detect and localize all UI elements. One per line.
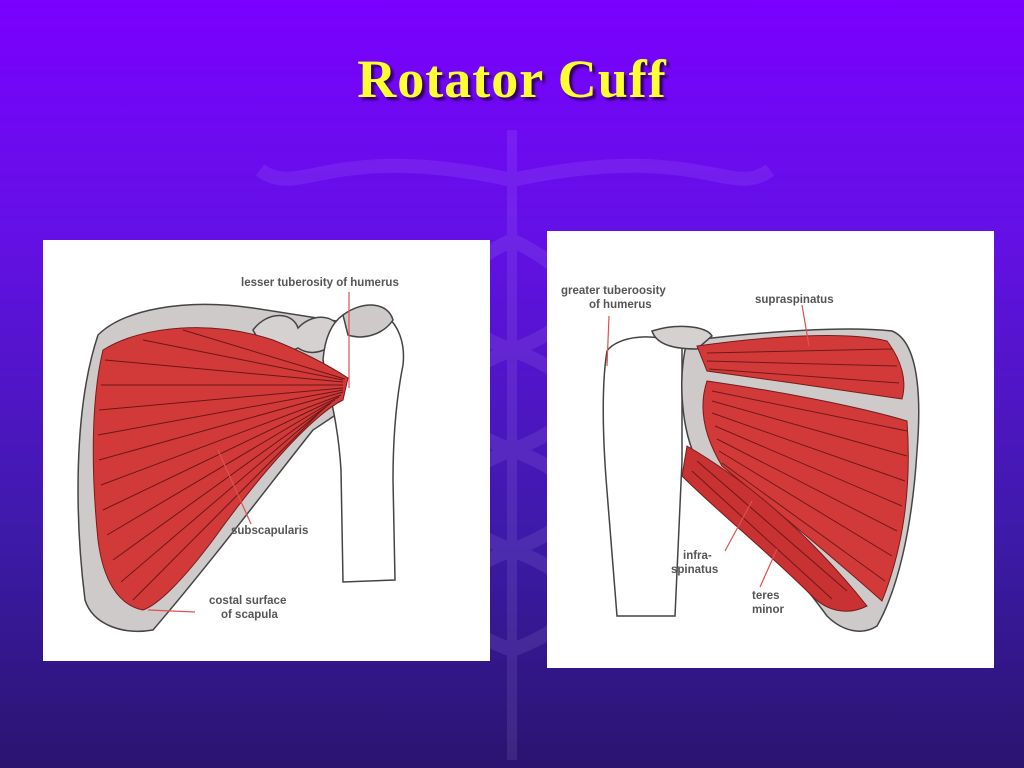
acromion xyxy=(651,325,713,350)
posterior-shoulder-illustration xyxy=(602,304,920,632)
label-teres-minor-line2: minor xyxy=(752,604,784,616)
label-greater-tuberosity-line1: greater tuberoosity xyxy=(561,285,666,297)
slide-title: Rotator Cuff xyxy=(357,49,667,109)
humerus-bone xyxy=(602,336,683,617)
label-costal-surface-line1: costal surface xyxy=(209,595,287,607)
subscapularis-muscle xyxy=(92,327,349,611)
label-teres-minor-line1: teres xyxy=(752,590,780,602)
infraspinatus-muscle xyxy=(702,380,909,602)
supraspinatus-muscle xyxy=(696,335,905,400)
label-supraspinatus: supraspinatus xyxy=(755,294,834,306)
label-lesser-tuberosity: lesser tuberosity of humerus xyxy=(241,277,399,289)
label-greater-tuberosity-line2: of humerus xyxy=(589,299,652,311)
humerus-bone xyxy=(322,307,405,583)
anterior-shoulder-illustration xyxy=(77,292,405,632)
label-infraspinatus-line1: infra- xyxy=(683,550,712,562)
label-infraspinatus-line2: spinatus xyxy=(671,564,719,576)
anterior-shoulder-diagram: lesser tuberosity of humerus subscapular… xyxy=(43,240,490,661)
humeral-head xyxy=(342,304,394,338)
label-costal-surface-line2: of scapula xyxy=(221,609,278,621)
posterior-shoulder-diagram: greater tuberoosity of humerus supraspin… xyxy=(547,231,994,668)
label-subscapularis: subscapularis xyxy=(231,525,309,537)
